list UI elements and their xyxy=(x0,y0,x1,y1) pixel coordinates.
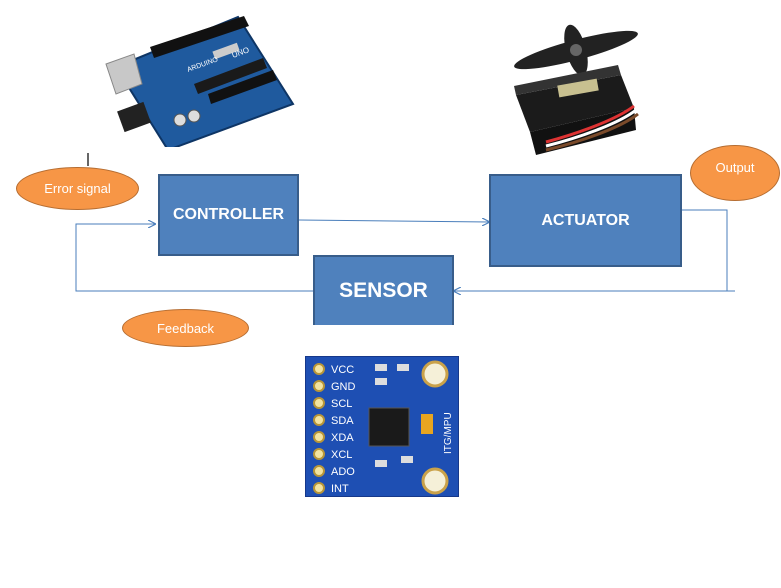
controller-label: CONTROLLER xyxy=(172,206,285,223)
actuator-label: ACTUATOR xyxy=(541,211,630,229)
mpu-pin-xda: XDA xyxy=(331,432,354,444)
sensor-block: SENSOR xyxy=(313,255,454,325)
feedback-oval: Feedback xyxy=(122,309,249,347)
controller-to-actuator-arrow xyxy=(298,220,489,222)
output-oval: Output xyxy=(690,145,780,201)
sensor-label: SENSOR xyxy=(339,279,428,302)
feedback-label: Feedback xyxy=(156,320,215,336)
error-signal-oval: Error signal xyxy=(16,167,139,210)
mpu-sensor-board-image: VCC GND SCL SDA XDA XCL ADO INT ITG/MPU xyxy=(305,356,459,497)
actuator-block: ACTUATOR xyxy=(489,174,682,267)
error-signal-label: Error signal xyxy=(44,181,111,196)
mpu-pin-vcc: VCC xyxy=(331,364,354,376)
mpu-pin-scl: SCL xyxy=(331,398,352,410)
sensor-to-controller-arrow xyxy=(75,224,313,292)
mpu-board-label: ITG/MPU xyxy=(443,412,454,454)
output-label: Output xyxy=(715,160,755,175)
mpu-pin-xcl: XCL xyxy=(331,449,352,461)
mpu-pin-sda: SDA xyxy=(331,415,354,427)
mpu-pin-int: INT xyxy=(331,483,349,495)
output-feedback-line xyxy=(682,209,735,292)
servo-motor-image xyxy=(514,24,639,155)
mpu-pin-ado: ADO xyxy=(331,466,355,478)
arduino-uno-image: ARDUINO UNO xyxy=(105,15,295,147)
controller-block: CONTROLLER xyxy=(158,174,299,256)
mpu-pin-gnd: GND xyxy=(331,381,356,393)
